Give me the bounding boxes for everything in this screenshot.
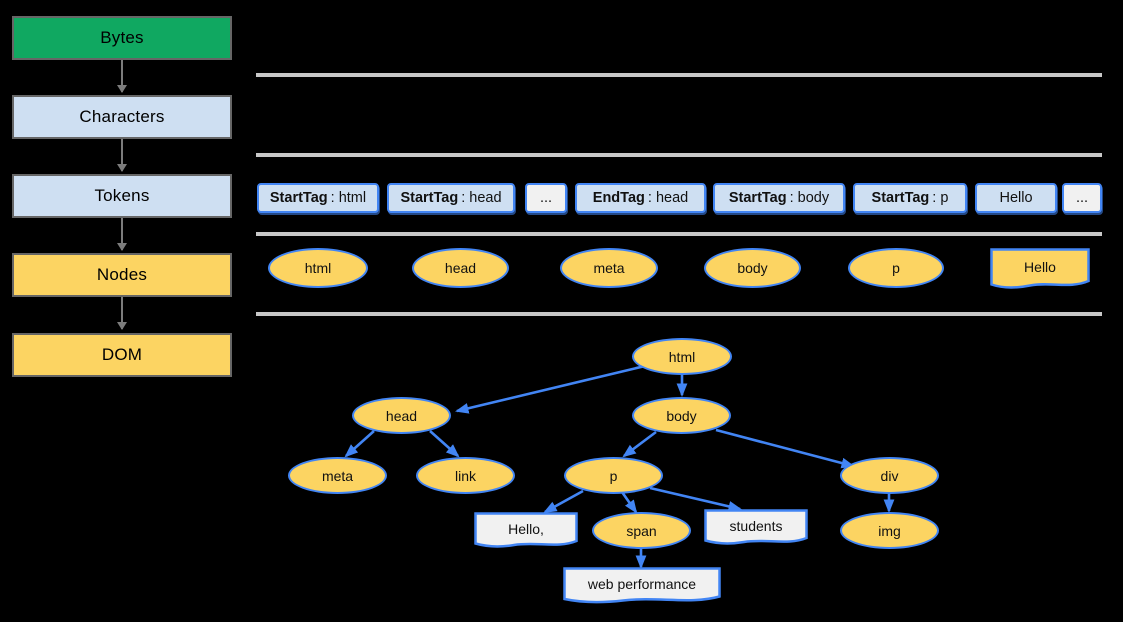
edge-head-meta — [344, 430, 375, 458]
token-kind: StartTag — [400, 190, 459, 206]
token-colon: : — [647, 190, 656, 206]
token-chip-starttag-head: StartTag: head — [387, 183, 515, 213]
document-shape-icon — [704, 509, 808, 545]
pipeline-step-dom: DOM — [12, 333, 232, 377]
token-chip-starttag-html: StartTag: html — [257, 183, 379, 213]
separator-line-dom — [256, 312, 1102, 316]
token-value: head — [469, 190, 502, 206]
node-label: web performance — [587, 576, 697, 592]
tree-node-img: img — [840, 512, 939, 549]
document-shape-icon — [990, 248, 1090, 289]
document-shape-icon — [563, 567, 721, 604]
token-value: ... — [1075, 190, 1089, 206]
token-chip-starttag-p: StartTag: p — [853, 183, 967, 213]
pipeline-step-nodes: Nodes — [12, 253, 232, 297]
separator-line-tokens — [256, 153, 1102, 157]
separator-line-nodes — [256, 232, 1102, 236]
token-kind: StartTag — [871, 190, 930, 206]
tree-node-text-students: students — [704, 509, 808, 546]
edge-head-link — [429, 430, 460, 458]
pipeline-step-bytes: Bytes — [12, 16, 232, 60]
node-label: Hello, — [508, 520, 544, 537]
token-value: html — [338, 190, 367, 206]
token-value: body — [797, 190, 830, 206]
edge-p-students — [649, 486, 742, 512]
token-kind: StartTag — [728, 190, 787, 206]
token-chip-text-hello: Hello — [975, 183, 1057, 213]
edge-body-div — [715, 428, 855, 469]
tree-node-div: div — [840, 457, 939, 494]
tree-node-meta: meta — [288, 457, 387, 494]
pipeline-arrow-4 — [117, 297, 127, 330]
token-chip-starttag-body: StartTag: body — [713, 183, 845, 213]
token-colon: : — [461, 190, 470, 206]
node-ellipse-head: head — [412, 248, 509, 288]
pipeline-arrow-3 — [117, 218, 127, 251]
tree-node-html: html — [632, 338, 732, 375]
node-label: Hello — [1024, 259, 1056, 275]
token-colon: : — [932, 190, 941, 206]
node-ellipse-html: html — [268, 248, 368, 288]
tree-node-head: head — [352, 397, 451, 434]
edge-html-head — [455, 364, 646, 414]
token-chip-ellipsis-1: ... — [525, 183, 567, 213]
node-ellipse-p: p — [848, 248, 944, 288]
pipeline-arrow-2 — [117, 139, 127, 172]
pipeline-step-characters: Characters — [12, 95, 232, 139]
token-colon: : — [330, 190, 339, 206]
token-kind: EndTag — [592, 190, 645, 206]
tree-node-span: span — [592, 512, 691, 549]
token-kind: StartTag — [269, 190, 328, 206]
pipeline-step-tokens: Tokens — [12, 174, 232, 218]
node-label: students — [729, 517, 783, 534]
token-value: Hello — [999, 190, 1033, 206]
tree-node-p: p — [564, 457, 663, 494]
node-ellipse-meta: meta — [560, 248, 658, 288]
token-colon: : — [789, 190, 798, 206]
pipeline-arrow-1 — [117, 60, 127, 93]
separator-line-top — [256, 73, 1102, 77]
tree-node-link: link — [416, 457, 515, 494]
token-value: ... — [539, 190, 553, 206]
tree-node-text-hello: Hello, — [474, 512, 578, 549]
edge-body-p — [622, 430, 657, 458]
token-chip-endtag-head: EndTag: head — [575, 183, 706, 213]
token-chip-ellipsis-2: ... — [1062, 183, 1102, 213]
edge-p-hello — [543, 489, 584, 514]
tree-node-body: body — [632, 397, 731, 434]
node-document-hello: Hello — [990, 248, 1090, 290]
edge-p-span — [620, 491, 638, 514]
tree-node-text-web-performance: web performance — [563, 567, 721, 605]
node-ellipse-body: body — [704, 248, 801, 288]
document-shape-icon — [474, 512, 578, 548]
token-value: head — [655, 190, 689, 206]
token-value: p — [940, 190, 949, 206]
